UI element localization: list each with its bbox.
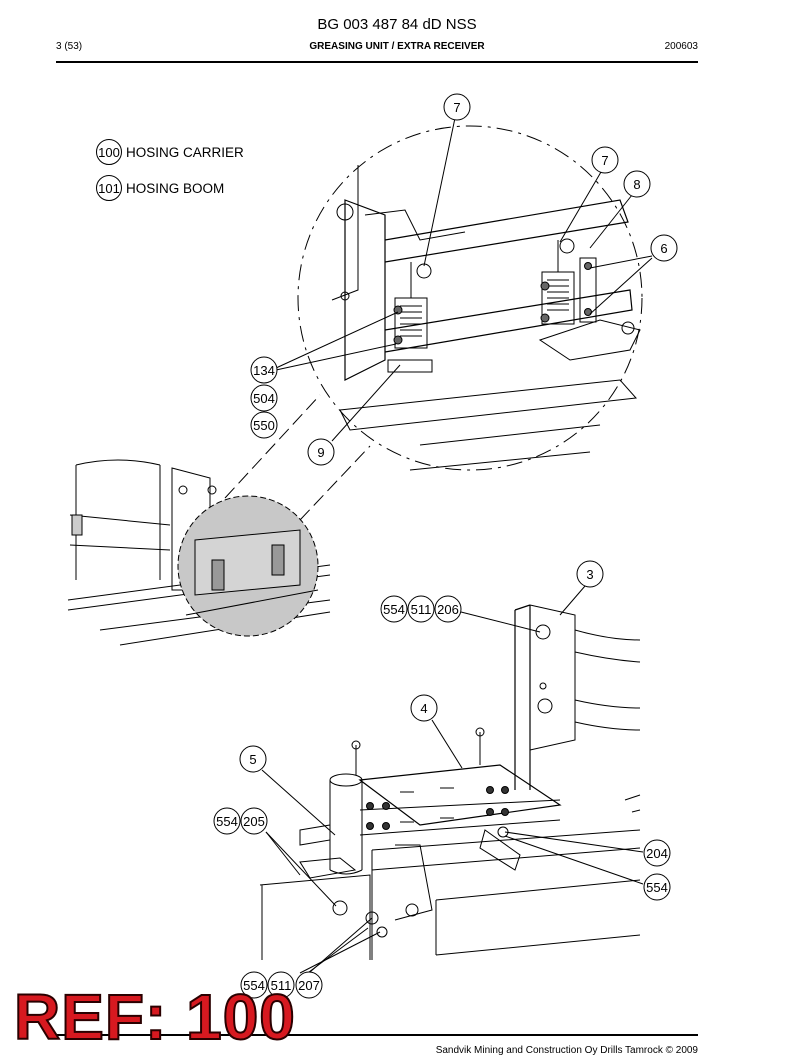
- svg-text:6: 6: [660, 241, 667, 256]
- svg-text:511: 511: [271, 978, 292, 993]
- reference-stamp: REF: 100: [13, 981, 296, 1053]
- callout-204: 204: [643, 839, 671, 867]
- legend-label: HOSING BOOM: [126, 180, 225, 196]
- callout-3: 3: [576, 560, 604, 588]
- svg-text:5: 5: [249, 752, 256, 767]
- callouts: 7 7 8 6 134 504 550 9 3 554 511 206 4 5 …: [213, 93, 678, 999]
- svg-text:7: 7: [453, 100, 460, 115]
- svg-text:3: 3: [586, 567, 593, 582]
- legend-label: HOSING CARRIER: [126, 144, 244, 160]
- page-number: 3 (53): [56, 41, 83, 52]
- svg-text:554: 554: [243, 978, 265, 993]
- callout-7-right: 7: [591, 146, 619, 174]
- callout-511-bottom: 511: [267, 971, 295, 999]
- leader-lines: [261, 117, 653, 976]
- svg-text:554: 554: [216, 814, 238, 829]
- callout-504: 504: [250, 384, 278, 412]
- svg-text:9: 9: [317, 445, 324, 460]
- callout-5: 5: [239, 745, 267, 773]
- svg-text:4: 4: [420, 701, 427, 716]
- svg-text:7: 7: [601, 153, 608, 168]
- callout-206: 206: [434, 595, 462, 623]
- svg-text:554: 554: [646, 880, 668, 895]
- svg-text:504: 504: [253, 391, 275, 406]
- svg-text:207: 207: [298, 978, 320, 993]
- callout-8: 8: [623, 170, 651, 198]
- callout-554-bottom: 554: [240, 971, 268, 999]
- callout-134: 134: [250, 356, 278, 384]
- svg-text:204: 204: [646, 846, 668, 861]
- callout-205: 205: [240, 807, 268, 835]
- callout-511-top: 511: [407, 595, 435, 623]
- svg-text:206: 206: [437, 602, 459, 617]
- callout-4: 4: [410, 694, 438, 722]
- detail-view: [297, 125, 643, 471]
- footer-divider: [56, 1034, 698, 1036]
- callout-6: 6: [650, 234, 678, 262]
- overview-view: [67, 394, 371, 646]
- svg-text:554: 554: [383, 602, 405, 617]
- callout-554-mid: 554: [213, 807, 241, 835]
- legend-number: 100: [96, 139, 122, 165]
- document-number: BG 003 487 84 dD NSS: [317, 16, 477, 33]
- svg-text:550: 550: [253, 418, 275, 433]
- legend-item-hosing-boom: 101 HOSING BOOM: [96, 175, 224, 201]
- svg-text:8: 8: [633, 177, 640, 192]
- legend-item-hosing-carrier: 100 HOSING CARRIER: [96, 139, 244, 165]
- callout-554-right: 554: [643, 873, 671, 901]
- svg-text:134: 134: [253, 363, 275, 378]
- callout-554-top: 554: [380, 595, 408, 623]
- callout-550: 550: [250, 411, 278, 439]
- section-title: GREASING UNIT / EXTRA RECEIVER: [309, 41, 485, 52]
- svg-text:205: 205: [243, 814, 265, 829]
- callout-207: 207: [295, 971, 323, 999]
- svg-text:511: 511: [411, 602, 432, 617]
- legend-number: 101: [96, 175, 122, 201]
- revision-date: 200603: [664, 41, 698, 52]
- header-divider: [56, 61, 698, 63]
- callout-9: 9: [307, 438, 335, 466]
- footer-copyright: Sandvik Mining and Construction Oy Drill…: [435, 1045, 698, 1056]
- callout-7-upper: 7: [443, 93, 471, 121]
- assembly-view: [259, 604, 641, 960]
